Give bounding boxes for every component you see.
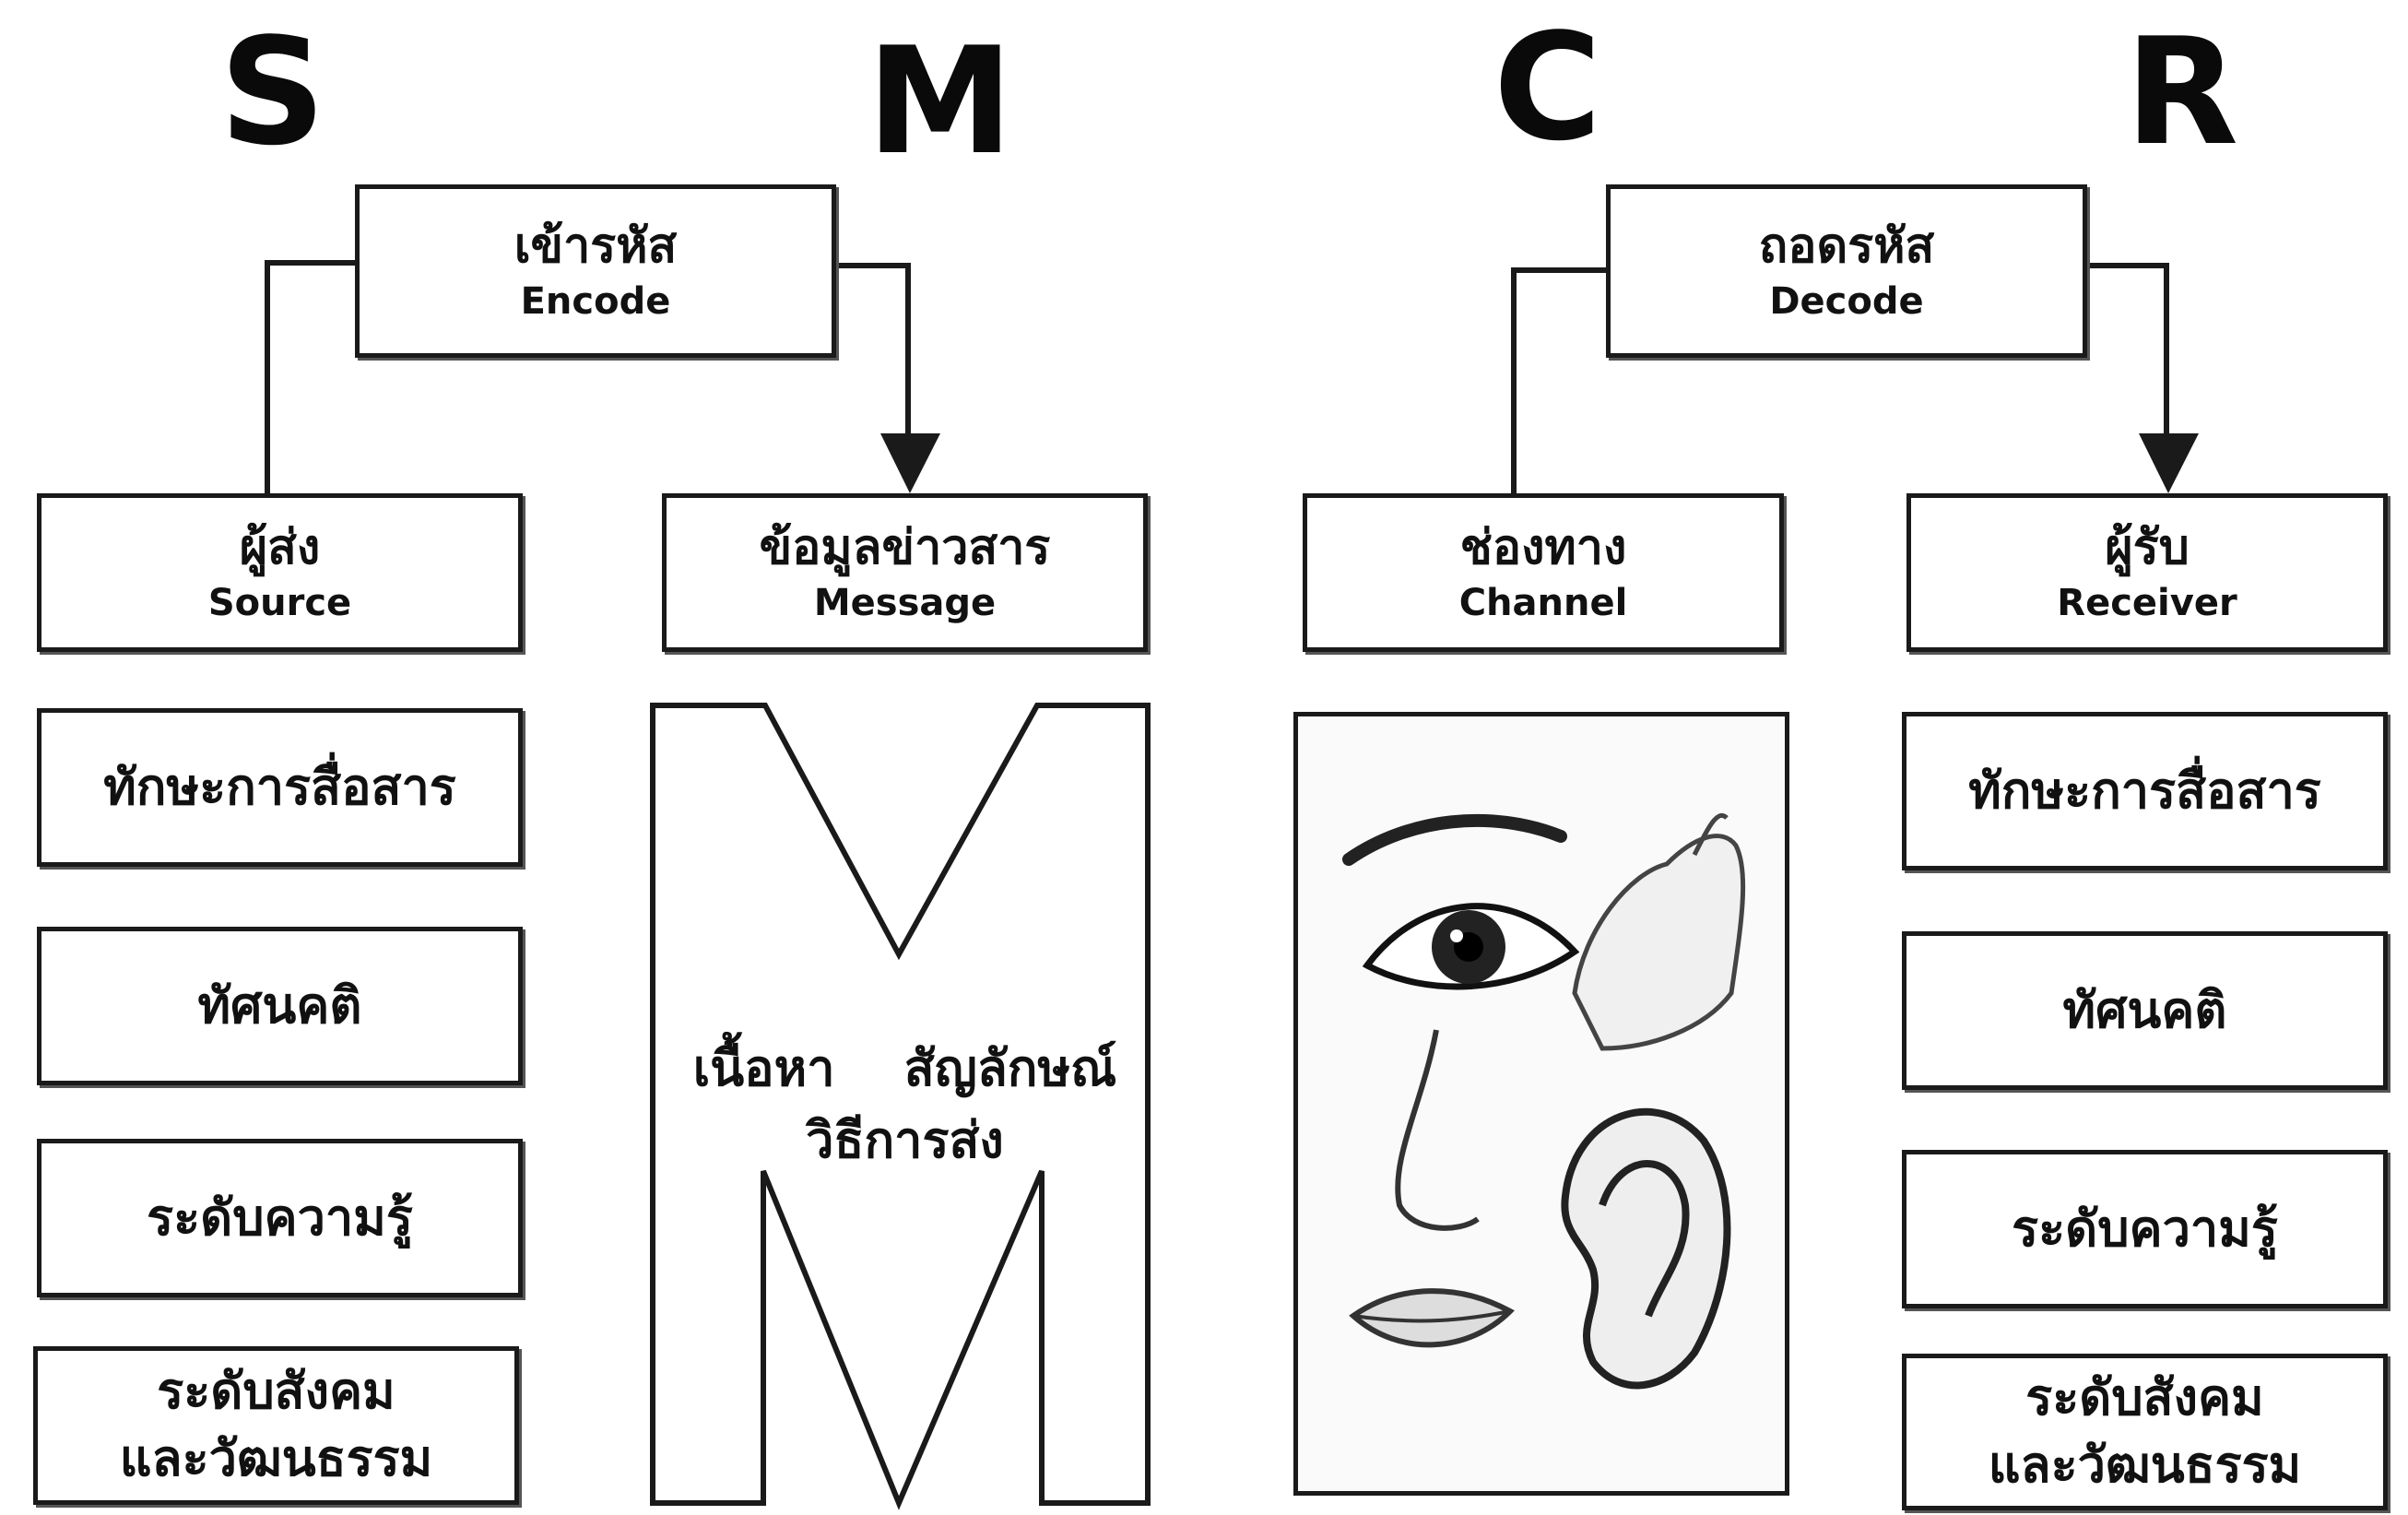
arrow-to-receiver-icon: [2139, 433, 2199, 493]
source-thai-label: ผู้ส่ง: [239, 519, 321, 575]
receiver-english-label: Receiver: [2057, 581, 2237, 624]
eye-icon: [1362, 903, 1580, 990]
channel-box: ช่องทาง Channel: [1303, 493, 1784, 652]
receiver-attr-skills: ทักษะการสื่อสาร: [1902, 712, 2388, 870]
encode-english-label: Encode: [520, 279, 671, 323]
nose-icon: [1395, 1029, 1480, 1231]
message-content-topic: เนื้อหา: [692, 1039, 835, 1097]
letter-r: R: [2125, 6, 2239, 178]
eyebrow-icon: [1342, 813, 1567, 866]
source-attr-social-culture: ระดับสังคม และวัฒนธรรม: [33, 1346, 519, 1505]
source-attr-culture-label: และวัฒนธรรม: [119, 1429, 433, 1487]
receiver-attr-social-culture: ระดับสังคม และวัฒนธรรม: [1902, 1354, 2388, 1510]
receiver-attr-attitude: ทัศนคติ: [1902, 931, 2388, 1090]
source-attr-knowledge: ระดับความรู้: [37, 1139, 523, 1297]
channel-english-label: Channel: [1458, 581, 1628, 624]
encode-to-message-line: [834, 263, 911, 433]
receiver-attr-knowledge-label: ระดับความรู้: [2012, 1199, 2278, 1258]
source-attr-skills: ทักษะการสื่อสาร: [37, 708, 523, 867]
channel-thai-label: ช่องทาง: [1459, 519, 1627, 575]
receiver-attr-social-label: ระดับสังคม: [2025, 1368, 2264, 1427]
receiver-attr-knowledge: ระดับความรู้: [1902, 1150, 2388, 1308]
source-attr-skills-label: ทักษะการสื่อสาร: [103, 757, 456, 816]
receiver-attr-skills-label: ทักษะการสื่อสาร: [1968, 761, 2321, 820]
receiver-attr-attitude-label: ทัศนคติ: [2062, 980, 2227, 1039]
message-content-symbol: สัญลักษณ์: [903, 1039, 1117, 1097]
source-attr-knowledge-label: ระดับความรู้: [147, 1188, 413, 1247]
decode-english-label: Decode: [1769, 279, 1924, 323]
encode-to-source-line: [265, 260, 355, 493]
encode-box: เข้ารหัส Encode: [355, 184, 836, 358]
hand-icon: [1572, 813, 1746, 1051]
message-content-line1: เนื้อหา สัญลักษณ์: [662, 1033, 1148, 1105]
senses-illustration: [1342, 813, 1746, 1390]
ear-icon: [1561, 1107, 1731, 1390]
message-content: เนื้อหา สัญลักษณ์ วิธีการส่ง: [662, 1033, 1148, 1178]
decode-thai-label: ถอดรหัส: [1758, 218, 1935, 274]
decode-to-receiver-line: [2085, 263, 2169, 433]
encode-thai-label: เข้ารหัส: [513, 218, 678, 274]
decode-box: ถอดรหัส Decode: [1606, 184, 2087, 358]
message-box: ข้อมูลข่าวสาร Message: [662, 493, 1148, 652]
letter-m: M: [867, 15, 1014, 187]
decode-to-channel-line: [1511, 267, 1606, 493]
source-attr-social-label: ระดับสังคม: [157, 1362, 395, 1421]
message-english-label: Message: [813, 581, 997, 624]
source-attr-attitude: ทัศนคติ: [37, 927, 523, 1085]
source-box: ผู้ส่ง Source: [37, 493, 523, 652]
letter-c: C: [1493, 1, 1602, 173]
source-english-label: Source: [207, 581, 352, 624]
message-content-method: วิธีการส่ง: [806, 1111, 1004, 1170]
receiver-thai-label: ผู้รับ: [2105, 519, 2190, 575]
letter-s: S: [219, 6, 326, 178]
source-attr-attitude-label: ทัศนคติ: [197, 976, 362, 1035]
mouth-icon: [1349, 1288, 1515, 1348]
channel-senses-image: [1293, 712, 1789, 1496]
arrow-to-message-icon: [880, 433, 940, 493]
message-thai-label: ข้อมูลข่าวสาร: [759, 519, 1051, 575]
receiver-box: ผู้รับ Receiver: [1906, 493, 2388, 652]
receiver-attr-culture-label: และวัฒนธรรม: [1988, 1436, 2302, 1494]
